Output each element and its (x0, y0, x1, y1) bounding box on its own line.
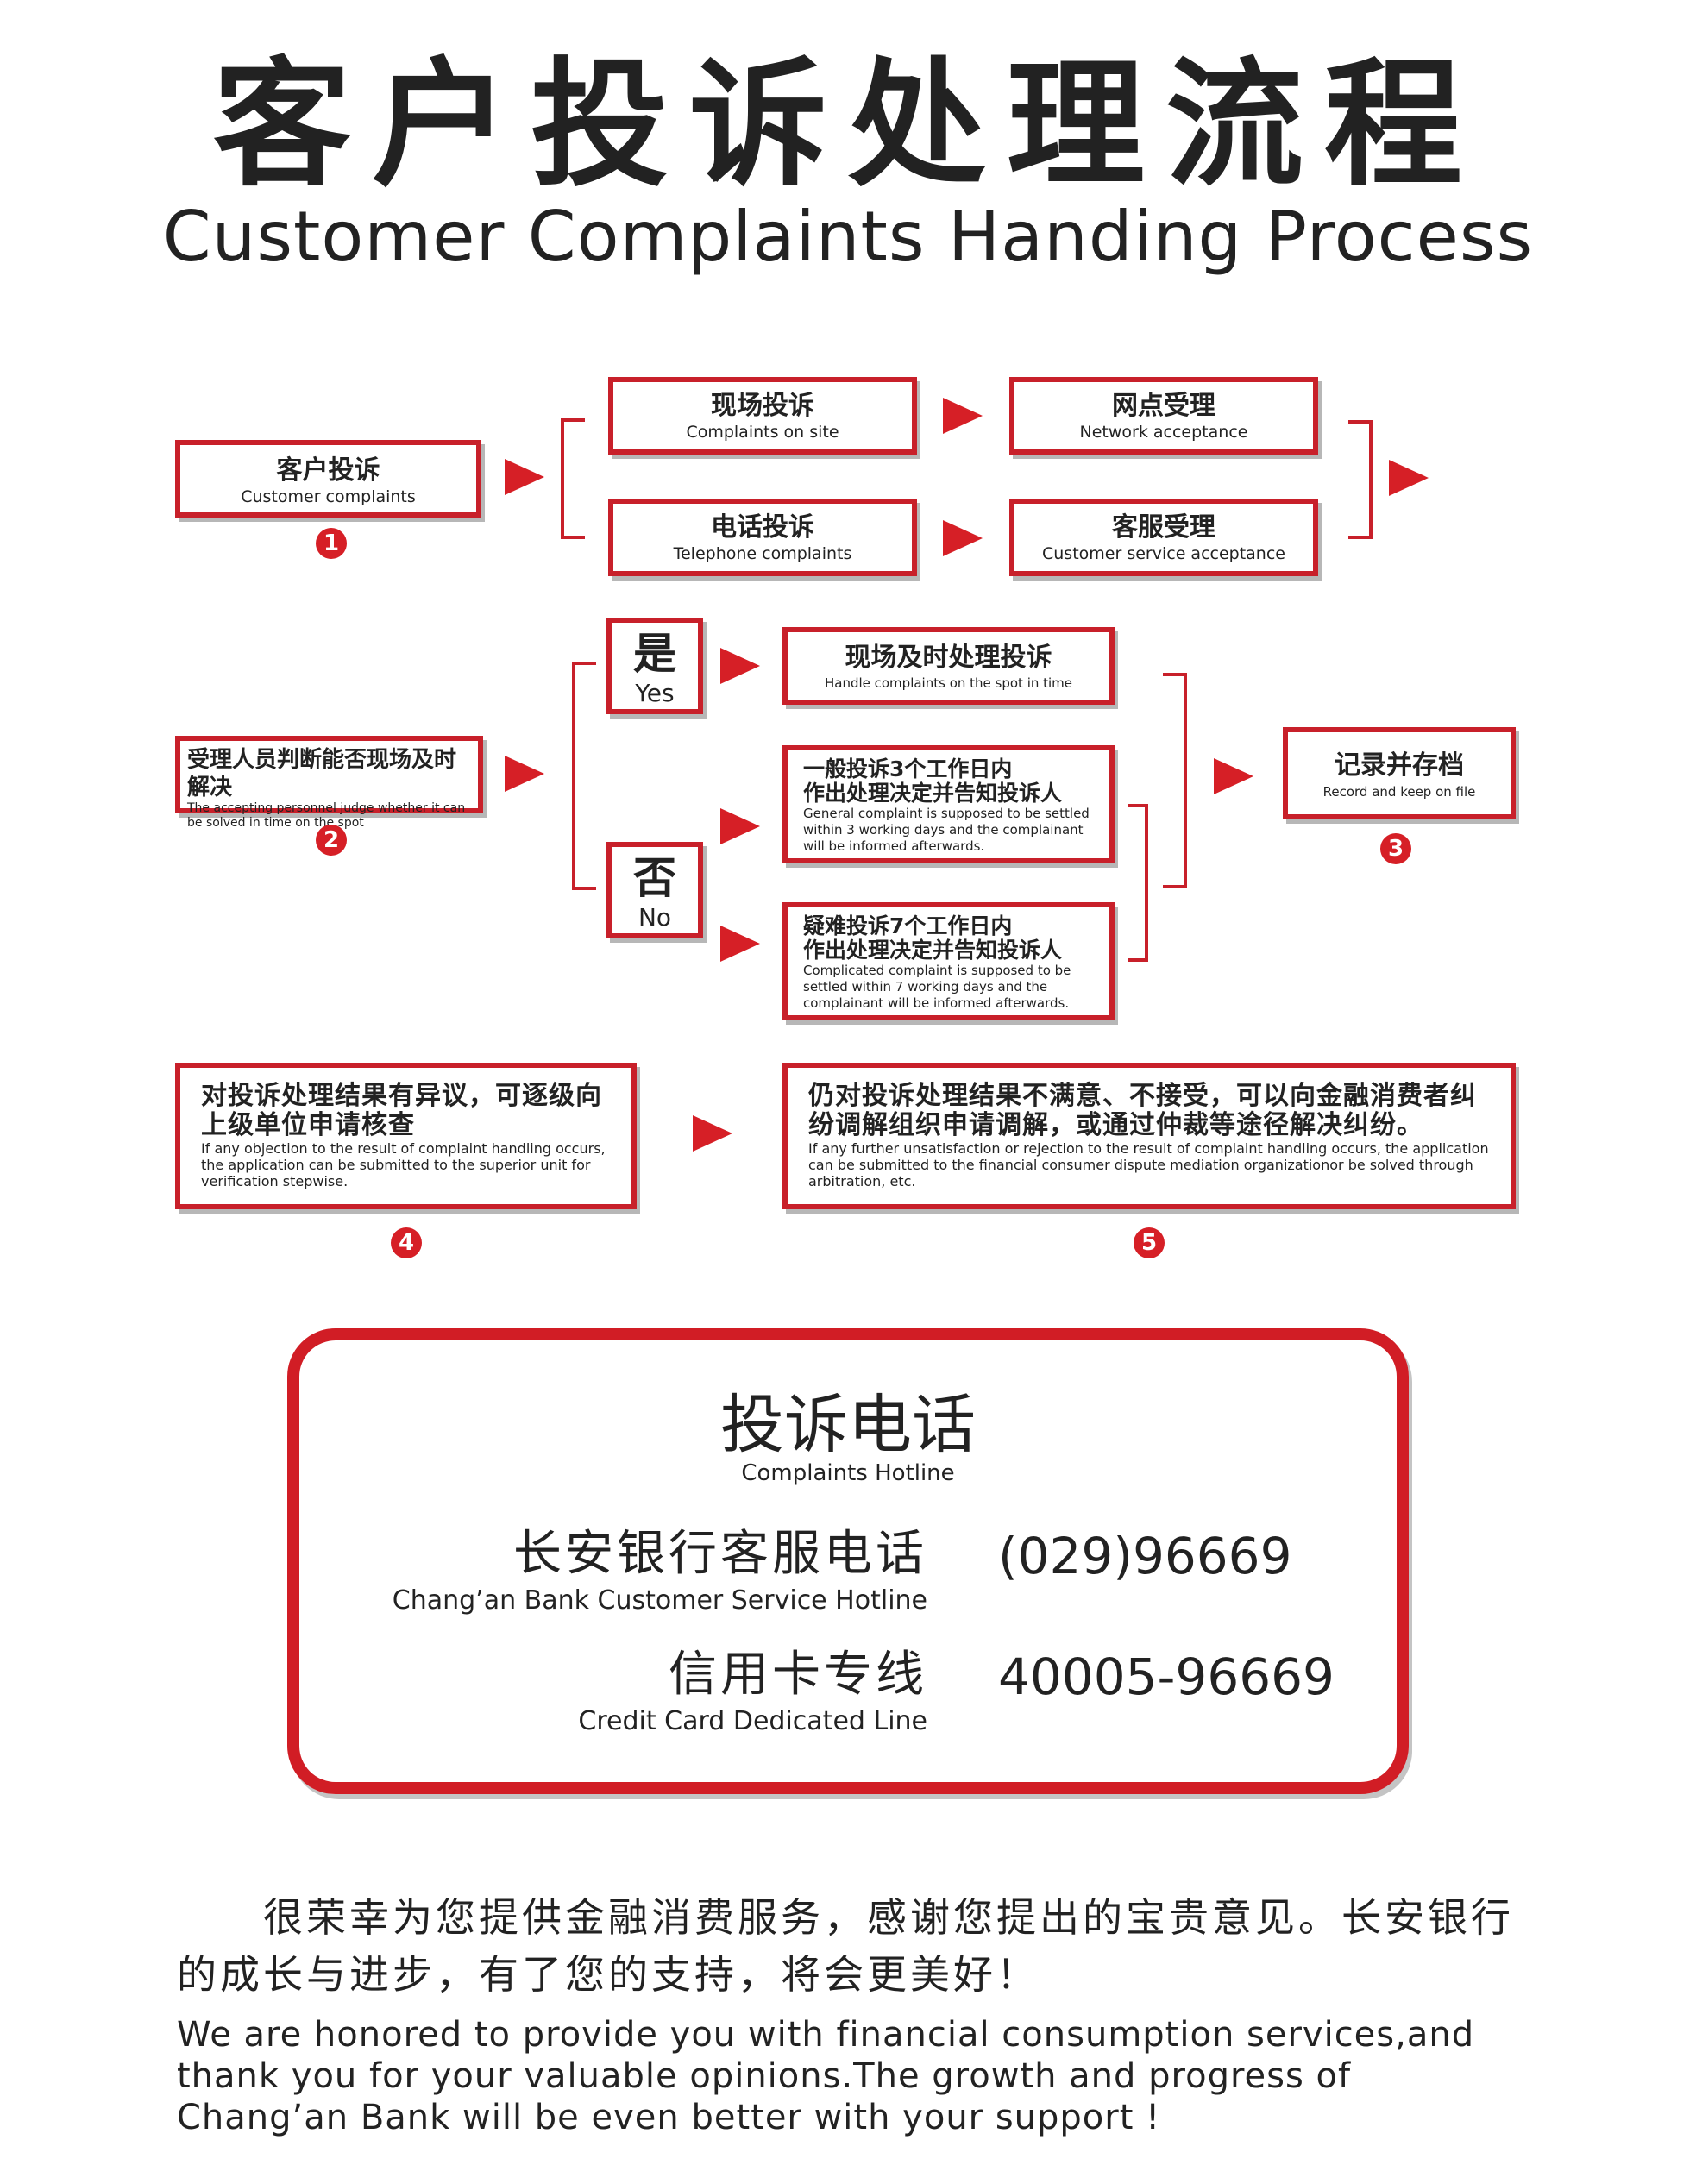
page-subtitle: Customer Complaints Handing Process (162, 197, 1534, 277)
step-label: 仍对投诉处理结果不满意、不接受，可以向金融消费者纠 (808, 1081, 1477, 1111)
bracket-right (1348, 420, 1373, 539)
decision-sublabel: No (638, 903, 672, 932)
arrow-right-icon (693, 1115, 732, 1152)
step-network-acceptance: 网点受理 Network acceptance (1009, 377, 1318, 455)
bracket-left (572, 662, 596, 890)
step-telephone-complaints: 电话投诉 Telephone complaints (608, 499, 917, 576)
step-label: 上级单位申请核查 (201, 1110, 415, 1140)
step-mediation: 仍对投诉处理结果不满意、不接受，可以向金融消费者纠 纷调解组织申请调解，或通过仲… (782, 1063, 1516, 1209)
step-customer-complaints: 客户投诉 Customer complaints (175, 440, 481, 518)
decision-label: 是 (633, 629, 676, 679)
step-label: 作出处理决定并告知投诉人 (803, 938, 1063, 963)
step-general-complaint: 一般投诉3个工作日内 作出处理决定并告知投诉人 General complain… (782, 745, 1115, 863)
step-label: 作出处理决定并告知投诉人 (803, 781, 1063, 806)
hotline-subtitle: Complaints Hotline (741, 1460, 955, 1486)
step-sublabel: If any further unsatisfaction or rejecti… (808, 1140, 1489, 1189)
hotline-bank-label-en: Chang’an Bank Customer Service Hotline (392, 1585, 927, 1616)
step-label: 对投诉处理结果有异议，可逐级向 (201, 1081, 602, 1111)
step-handle-on-spot: 现场及时处理投诉 Handle complaints on the spot i… (782, 627, 1115, 705)
step-sublabel: General complaint is supposed to be sett… (803, 806, 1090, 854)
step-label: 疑难投诉7个工作日内 (803, 913, 1013, 938)
hotline-title: 投诉电话 (720, 1388, 976, 1462)
arrow-right-icon (1214, 758, 1253, 794)
step-record-file: 记录并存档 Record and keep on file (1283, 727, 1516, 819)
arrow-right-icon (505, 459, 544, 495)
hotline-credit-number: 40005-96669 (998, 1647, 1335, 1706)
step-sublabel: Network acceptance (1079, 423, 1248, 442)
step-sublabel: Complaints on site (686, 423, 839, 442)
decision-no: 否 No (606, 842, 703, 938)
bracket-right (1163, 673, 1187, 888)
step-label: 客服受理 (1112, 512, 1215, 543)
arrow-right-icon (505, 756, 544, 792)
hotline-bank-number: (029)96669 (998, 1527, 1292, 1585)
step-sublabel: Customer service acceptance (1042, 544, 1285, 563)
step-sublabel: Telephone complaints (673, 544, 852, 563)
hotline-credit-label: 信用卡专线 (669, 1647, 927, 1703)
hotline-credit-label-en: Credit Card Dedicated Line (578, 1706, 927, 1736)
bracket-left (561, 418, 585, 539)
step-superior-review: 对投诉处理结果有异议，可逐级向 上级单位申请核查 If any objectio… (175, 1063, 637, 1209)
step-number-4: 4 (391, 1227, 422, 1258)
arrow-right-icon (943, 398, 983, 434)
arrow-right-icon (720, 648, 760, 684)
step-label: 网点受理 (1112, 391, 1215, 421)
step-label: 受理人员判断能否现场及时解决 (187, 747, 457, 800)
footer-message-en: We are honored to provide you with finan… (177, 2015, 1475, 2137)
step-label: 一般投诉3个工作日内 (803, 756, 1013, 781)
decision-sublabel: Yes (635, 679, 675, 707)
step-service-acceptance: 客服受理 Customer service acceptance (1009, 499, 1318, 576)
arrow-right-icon (1389, 460, 1429, 496)
step-judge-onsite: 受理人员判断能否现场及时解决 The accepting personnel j… (175, 736, 483, 830)
step-label: 现场及时处理投诉 (845, 643, 1052, 673)
hotline-panel (287, 1328, 1409, 1794)
step-label: 电话投诉 (711, 512, 814, 543)
arrow-right-icon (720, 926, 760, 962)
step-onsite-complaints: 现场投诉 Complaints on site (608, 377, 917, 455)
step-number-3: 3 (1380, 833, 1411, 864)
footer-message-zh: 很荣幸为您提供金融消费服务，感谢您提出的宝贵意见。长安银行的成长与进步，有了您的… (177, 1894, 1514, 1998)
step-sublabel: The accepting personnel judge whether it… (187, 801, 466, 830)
step-sublabel: Customer complaints (241, 487, 416, 506)
decision-label: 否 (633, 853, 676, 903)
step-sublabel: Handle complaints on the spot in time (824, 675, 1073, 691)
step-sublabel: If any objection to the result of compla… (201, 1140, 606, 1189)
step-sublabel: Record and keep on file (1322, 784, 1476, 800)
arrow-right-icon (943, 520, 983, 556)
page-title: 客户投诉处理流程 (212, 44, 1483, 205)
arrow-right-icon (720, 808, 760, 844)
step-sublabel: Complicated complaint is supposed to be … (803, 963, 1071, 1011)
decision-yes: 是 Yes (606, 618, 703, 714)
step-label: 记录并存档 (1335, 750, 1464, 781)
step-label: 纷调解组织申请调解，或通过仲裁等途径解决纠纷。 (808, 1110, 1423, 1140)
bracket-right (1128, 804, 1148, 962)
step-difficult-complaint: 疑难投诉7个工作日内 作出处理决定并告知投诉人 Complicated comp… (782, 902, 1115, 1020)
step-number-2: 2 (316, 825, 347, 856)
step-number-1: 1 (316, 528, 347, 559)
hotline-bank-label: 长安银行客服电话 (513, 1526, 927, 1582)
step-label: 现场投诉 (711, 391, 814, 421)
step-label: 客户投诉 (276, 455, 380, 486)
step-number-5: 5 (1134, 1227, 1165, 1258)
